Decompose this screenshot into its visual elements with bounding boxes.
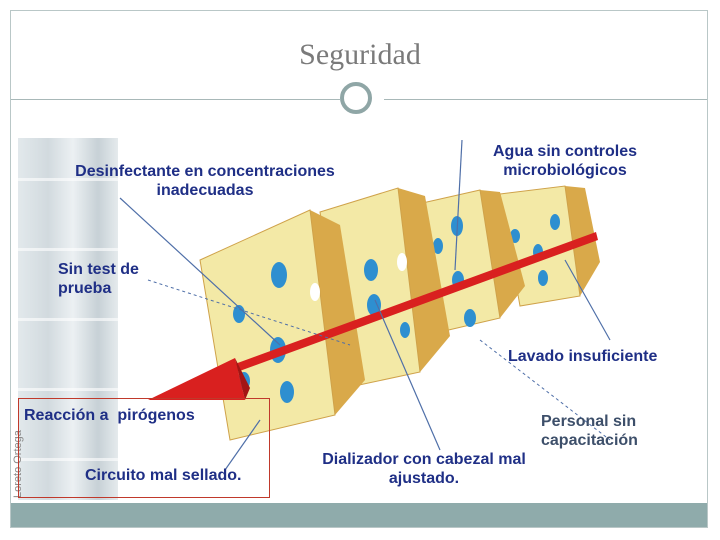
label-personal: Personal sin capacitación [541,413,638,449]
hazard-arrow [148,232,598,400]
title-separator-right [384,99,707,100]
label-sin-test: Sin test de prueba [58,261,139,297]
title-separator-left [11,99,340,100]
dashed-leader-lines [147,279,611,441]
slide-title: Seguridad [299,38,421,71]
footer-bar [11,503,707,527]
label-agua: Agua sin controles microbiológicos [492,143,638,179]
background-photo [18,138,118,500]
slide-frame [10,10,708,528]
label-reaccion: Reacción a pirógenos [24,407,195,424]
label-circuito: Circuito mal sellado. [85,467,242,484]
reaction-highlight-box [18,398,270,498]
label-lavado: Lavado insuficiente [508,348,658,365]
label-dializador: Dializador con cabezal mal ajustado. [322,451,526,487]
separator-ring-icon [340,82,372,114]
label-desinfectante: Desinfectante en concentraciones inadecu… [75,163,335,199]
leader-lines [119,139,611,471]
